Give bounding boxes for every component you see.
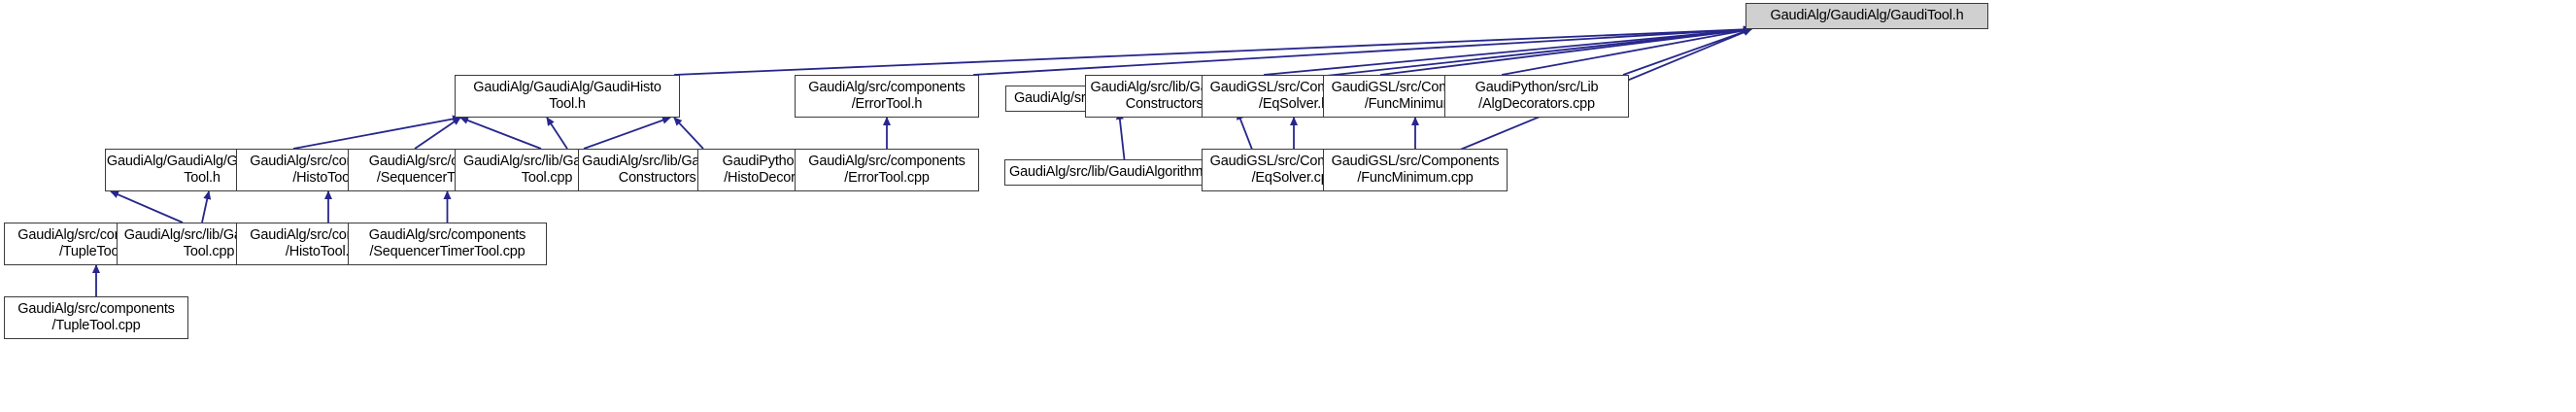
node-label-line: GaudiAlg/src/lib/GaudiAlgorithm.cpp [1009, 164, 1229, 180]
graph-node[interactable]: GaudiAlg/src/components/TupleTool.cpp [4, 296, 188, 339]
node-label-line: /ErrorTool.h [851, 96, 923, 112]
node-label-line: GaudiAlg/GaudiAlg/GaudiTool.h [1770, 8, 1964, 23]
graph-edge [110, 190, 184, 223]
graph-edge [414, 117, 461, 150]
graph-edge [972, 25, 1752, 76]
node-label-line: Constructors.cpp [618, 170, 723, 186]
graph-node[interactable]: GaudiAlg/src/components/SequencerTimerTo… [348, 223, 547, 265]
node-label-line: GaudiGSL/src/Components [1331, 154, 1500, 169]
graph-node[interactable]: GaudiPython/src/Lib/AlgDecorators.cpp [1444, 75, 1629, 118]
graph-edge [673, 117, 704, 150]
node-label-line: /HistoTool.h [292, 170, 364, 186]
node-label-line: GaudiAlg/src/components [808, 80, 966, 95]
node-label-line: /TupleTool.cpp [51, 318, 141, 333]
node-label-line: GaudiAlg/src/components [368, 227, 526, 243]
node-label-line: Tool.cpp [183, 244, 235, 259]
node-label-line: /EqSolver.cpp [1251, 170, 1337, 186]
node-label-line: GaudiAlg/src/components [808, 154, 966, 169]
node-label-line: /SequencerTimerTool.cpp [369, 244, 525, 259]
node-label-line: /EqSolver.h [1259, 96, 1329, 112]
graph-edge [673, 25, 1752, 76]
graph-edge [1379, 26, 1752, 76]
graph-edge [546, 117, 568, 150]
node-label-line: GaudiAlg/GaudiAlg/GaudiHisto [473, 80, 661, 95]
graph-node[interactable]: GaudiAlg/src/lib/GaudiAlgorithm.cpp [1004, 159, 1234, 186]
node-label-line: /TupleTool.h [58, 244, 134, 259]
graph-edge [1622, 27, 1752, 76]
graph-edge [583, 116, 671, 150]
graph-node-root[interactable]: GaudiAlg/GaudiAlg/GaudiTool.h [1746, 3, 1988, 29]
node-label-line: /FuncMinimum.cpp [1357, 170, 1474, 186]
graph-edge [1501, 26, 1752, 76]
graph-edge [201, 190, 212, 223]
graph-edge [1115, 111, 1126, 160]
node-label-line: /ErrorTool.cpp [844, 170, 930, 186]
node-label-line: Tool.cpp [521, 170, 573, 186]
graph-node[interactable]: GaudiAlg/src/components/ErrorTool.h [795, 75, 979, 118]
graph-edge [292, 115, 461, 150]
graph-node[interactable]: GaudiGSL/src/Components/FuncMinimum.cpp [1323, 149, 1508, 191]
graph-edge [459, 117, 542, 150]
node-label-line: GaudiPython/src/Lib [1474, 80, 1599, 95]
node-label-line: Tool.h [549, 96, 586, 112]
node-label-line: Tool.h [184, 170, 220, 186]
node-label-line: GaudiAlg/src/components [17, 301, 175, 317]
graph-edge [1263, 25, 1752, 76]
node-label-line: /AlgDecorators.cpp [1478, 96, 1595, 112]
graph-node[interactable]: GaudiAlg/src/components/ErrorTool.cpp [795, 149, 979, 191]
